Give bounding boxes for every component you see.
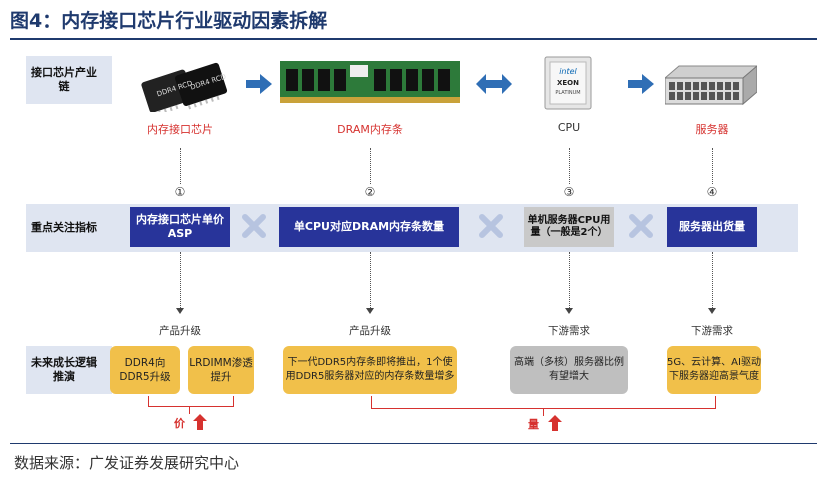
row-chain-bg (26, 56, 112, 104)
row-label-chain: 接口芯片产业链 (31, 66, 97, 93)
connector-4a (712, 148, 713, 184)
platinum-text: PLATINUM (555, 90, 580, 96)
connector-4b (712, 252, 713, 310)
server-image (665, 65, 757, 106)
logic-ddr5-module: 下一代DDR5内存条即将推出，1个使用DDR5服务器对应的内存条数量增多 (283, 346, 457, 394)
right-arrow-icon (246, 74, 272, 94)
arrowhead-2 (366, 308, 374, 314)
logic-high-end-server: 高端（多核）服务器比例有望增大 (510, 346, 628, 394)
row-label-logic: 未来成长逻辑推演 (31, 356, 97, 383)
price-label: 价 (174, 417, 185, 430)
demand-label-4: 下游需求 (691, 325, 733, 337)
connector-1a (180, 148, 181, 184)
footer-divider (10, 443, 817, 444)
row-logic-bg (26, 346, 112, 394)
demand-label-2: 产品升级 (349, 325, 391, 337)
metric-dram-per-cpu: 单CPU对应DRAM内存条数量 (279, 207, 459, 247)
arrowhead-1 (176, 308, 184, 314)
intel-logo-text: intel (559, 67, 577, 76)
demand-label-1: 产品升级 (159, 325, 201, 337)
right-arrow-icon-2 (628, 74, 654, 94)
row-label-metrics: 重点关注指标 (31, 221, 97, 234)
page-title: 图4：内存接口芯片行业驱动因素拆解 (10, 10, 328, 32)
stage-label-chip: 内存接口芯片 (147, 123, 213, 136)
arrowhead-3 (565, 308, 573, 314)
stage-label-dram: DRAM内存条 (337, 123, 403, 136)
up-arrow-icon (193, 414, 207, 430)
price-tick (189, 406, 190, 414)
number-1: ① (174, 185, 186, 199)
connector-1b (180, 252, 181, 310)
xeon-text: XEON (557, 79, 579, 87)
stage-label-server: 服务器 (695, 123, 729, 136)
double-arrow-icon (476, 74, 512, 94)
dram-module-image (280, 61, 460, 103)
metric-server-shipments: 服务器出货量 (667, 207, 757, 247)
number-2: ② (364, 185, 376, 199)
x-icon-3 (629, 214, 653, 238)
volume-label: 量 (528, 418, 539, 431)
volume-tick (543, 408, 544, 416)
cpu-image: intel XEON PLATINUM (544, 56, 592, 110)
up-arrow-icon-2 (548, 415, 562, 431)
arrowhead-4 (708, 308, 716, 314)
title-divider (10, 38, 817, 40)
logic-server-demand: 5G、云计算、AI驱动下服务器迎高景气度 (667, 346, 761, 394)
metric-chip-asp: 内存接口芯片单价ASP (130, 207, 230, 247)
connector-3b (569, 252, 570, 310)
connector-3a (569, 148, 570, 184)
number-3: ③ (563, 185, 575, 199)
connector-2b (370, 252, 371, 310)
memory-interface-chip-image: DDR4 RCD DDR4 RCD (141, 62, 227, 112)
x-icon (242, 214, 266, 238)
demand-label-3: 下游需求 (548, 325, 590, 337)
price-bracket (148, 396, 234, 407)
source-note: 数据来源：广发证券发展研究中心 (14, 454, 240, 472)
x-icon-2 (479, 214, 503, 238)
logic-ddr5-upgrade: DDR4向DDR5升级 (110, 346, 180, 394)
stage-label-cpu: CPU (557, 121, 581, 134)
logic-lrdimm: LRDIMM渗透提升 (188, 346, 254, 394)
metric-cpu-per-server: 单机服务器CPU用量（一般是2个） (524, 207, 614, 247)
number-4: ④ (706, 185, 718, 199)
connector-2a (370, 148, 371, 184)
